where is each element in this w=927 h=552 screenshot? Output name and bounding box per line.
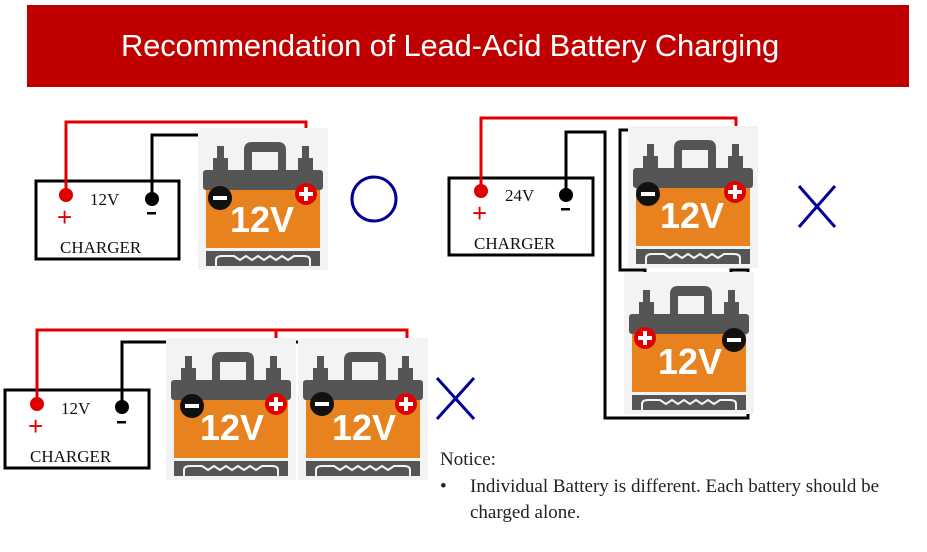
diagram-parallel-batteries: 12V + CHARGER 12V 12V [3, 328, 476, 481]
cross-icon [435, 376, 476, 421]
charger-negative-terminal [145, 192, 159, 206]
charger-minus-sign [561, 208, 570, 211]
charger-label: CHARGER [60, 238, 142, 257]
notice-heading: Notice: [440, 449, 496, 470]
battery-top: 12V [627, 125, 759, 269]
battery-bottom: 12V [623, 271, 755, 415]
charger-negative-terminal [559, 188, 573, 202]
battery: 12V [197, 127, 329, 271]
battery-voltage: 12V [658, 341, 722, 382]
charger-plus-sign: + [28, 411, 43, 441]
charger-positive-terminal [30, 397, 44, 411]
charger-box [447, 176, 595, 257]
diagram-series-batteries: 24V + CHARGER 12V 12V [447, 116, 837, 420]
battery-voltage: 12V [230, 199, 294, 240]
charger-positive-terminal [59, 188, 73, 202]
charger-voltage: 24V [505, 186, 535, 205]
battery-right: 12V [297, 337, 429, 481]
notice-item: • Individual Battery is different. Each … [440, 474, 910, 526]
charger-label: CHARGER [30, 447, 112, 466]
diagram-single-battery: 12V + CHARGER 12V [34, 120, 398, 271]
charger-voltage: 12V [90, 190, 120, 209]
battery-voltage: 12V [200, 407, 264, 448]
charger-voltage: 12V [61, 399, 91, 418]
battery-voltage: 12V [332, 407, 396, 448]
battery-left: 12V [165, 337, 297, 481]
negative-wire [564, 130, 750, 420]
title-banner: Recommendation of Lead-Acid Battery Char… [27, 5, 909, 87]
charger-label: CHARGER [474, 234, 556, 253]
circle-icon [350, 175, 398, 223]
bullet: • [440, 476, 447, 497]
charger-plus-sign: + [57, 202, 72, 232]
notice-item-text: Individual Battery is different. Each ba… [470, 476, 880, 523]
charger-minus-sign [147, 212, 156, 215]
charger-plus-sign: + [472, 198, 487, 228]
charger-negative-terminal [115, 400, 129, 414]
charger-positive-terminal [474, 184, 488, 198]
cross-icon [797, 185, 837, 228]
page-title: Recommendation of Lead-Acid Battery Char… [121, 28, 780, 63]
battery-voltage: 12V [660, 195, 724, 236]
notice-section: Notice: • Individual Battery is differen… [440, 447, 910, 526]
charger-minus-sign [117, 421, 126, 424]
